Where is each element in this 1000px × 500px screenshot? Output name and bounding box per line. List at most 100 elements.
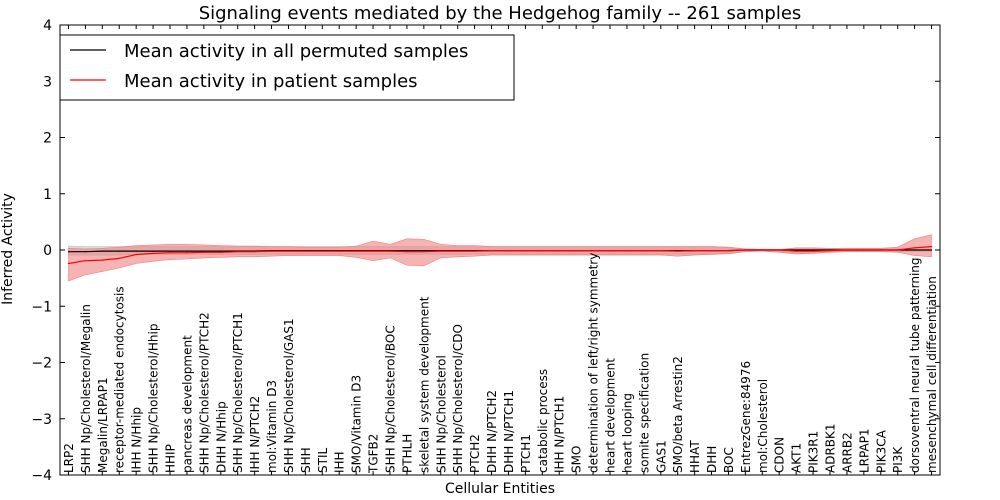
point-patient (897, 249, 899, 251)
x-tick-label: HHIP (164, 444, 178, 473)
x-tick-label: SHH Np/Cholesterol/GAS1 (282, 318, 296, 473)
x-tick-label: SHH Np/Cholesterol/Hhip (147, 324, 161, 473)
x-tick-label: DHH N/Hhip (214, 401, 228, 473)
point-patient (254, 251, 256, 253)
point-patient (270, 250, 273, 252)
band-patient (68, 234, 932, 282)
x-tick-label: SHH Np/Cholesterol/CDO (451, 324, 465, 473)
point-patient (186, 252, 188, 254)
x-tick-label: mol:Vitamin D3 (265, 380, 279, 473)
y-tick-label: −1 (31, 299, 52, 315)
x-tick-label: receptor-mediated endocytosis (113, 286, 127, 473)
point-permuted (169, 250, 171, 252)
legend: Mean activity in all permuted samples Me… (59, 34, 515, 101)
point-permuted (203, 250, 205, 252)
y-tick-label: 2 (43, 131, 52, 147)
point-patient (541, 250, 543, 252)
point-patient (287, 250, 290, 252)
point-patient (338, 250, 340, 252)
point-patient (846, 249, 848, 251)
point-permuted (118, 250, 120, 252)
point-patient (930, 246, 933, 248)
point-permuted (152, 250, 154, 252)
point-patient (507, 250, 510, 252)
point-patient (880, 249, 882, 251)
point-patient (118, 257, 120, 259)
point-permuted (84, 251, 86, 253)
point-patient (423, 251, 425, 253)
legend-box (59, 34, 515, 101)
x-tick-label: SHH (299, 447, 313, 473)
point-permuted (220, 250, 222, 252)
x-tick-label: skeletal system development (417, 296, 431, 473)
point-permuted (914, 249, 916, 251)
x-tick-label: IHH N/Hhip (130, 407, 144, 473)
point-permuted (67, 251, 70, 253)
y-tick-label: −2 (31, 356, 52, 372)
x-tick-label: DHH N/PTCH1 (502, 390, 516, 473)
point-permuted (135, 250, 137, 252)
x-tick-label: DHH N/PTCH2 (485, 390, 499, 473)
x-tick-label: IHH (333, 451, 347, 473)
x-tick-label: PTHLH (400, 434, 414, 473)
x-tick-label: SHH Np/Cholesterol (434, 355, 448, 473)
x-tick-label: SMO (570, 446, 584, 473)
x-tick-label: PTCH1 (519, 434, 533, 473)
x-tick-label: Megalin/LRPAP1 (96, 377, 110, 473)
y-tick-label: −4 (31, 468, 52, 484)
series-line-patient (68, 246, 932, 265)
x-tick-label: IHH N/PTCH1 (553, 396, 567, 473)
x-tick-label: STIL (316, 448, 330, 473)
x-tick-label: HHAT (688, 440, 702, 473)
point-patient (710, 250, 713, 252)
point-patient (643, 250, 645, 252)
point-patient (220, 251, 222, 253)
x-tick-label: heart development (604, 358, 618, 473)
point-patient (67, 262, 70, 265)
chart-title: Signaling events mediated by the Hedgeho… (199, 3, 802, 24)
x-tick-label: ARRB2 (840, 432, 854, 473)
point-patient (406, 251, 408, 253)
y-tick-label: 0 (43, 243, 52, 259)
point-patient (355, 250, 357, 252)
y-tick-label: 1 (43, 187, 52, 203)
point-patient (203, 251, 205, 253)
x-tick-label: mesenchymal cell differentiation (925, 276, 939, 473)
point-permuted (930, 249, 933, 251)
point-patient (304, 250, 306, 252)
y-tick-label: −3 (31, 412, 52, 428)
point-patient (474, 250, 476, 252)
x-tick-label: TGFB2 (367, 434, 381, 474)
x-tick-label: dorsoventral neural tube patterning (908, 257, 922, 473)
y-tick-label: 4 (43, 18, 52, 34)
point-permuted (812, 249, 814, 251)
x-tick-label: heart looping (620, 393, 634, 473)
point-patient (660, 250, 662, 252)
point-permuted (423, 250, 425, 252)
point-patient (558, 250, 560, 252)
point-patient (863, 249, 865, 251)
x-tick-label: mol:Cholesterol (756, 379, 770, 473)
point-patient (778, 249, 780, 251)
point-patient (389, 250, 391, 252)
x-tick-label: PIK3R1 (807, 431, 821, 473)
x-tick-label: catabolic process (536, 369, 550, 473)
point-patient (677, 250, 679, 252)
point-patient (101, 259, 103, 261)
legend-label-permuted: Mean activity in all permuted samples (124, 41, 468, 62)
x-tick-label: CDON (773, 437, 787, 473)
x-tick-label: IHH N/PTCH2 (248, 396, 262, 473)
x-tick-label: LRP2 (62, 443, 76, 473)
point-patient (457, 250, 459, 252)
x-tick-label: LRPAP1 (857, 428, 871, 473)
point-patient (524, 250, 527, 252)
point-patient (152, 252, 154, 254)
x-tick-label: determination of left/right symmetry (587, 253, 601, 473)
point-permuted (795, 249, 797, 251)
x-tick-label: PI3K (891, 446, 905, 473)
point-patient (490, 250, 493, 252)
point-patient (812, 250, 814, 252)
point-patient (372, 250, 374, 252)
